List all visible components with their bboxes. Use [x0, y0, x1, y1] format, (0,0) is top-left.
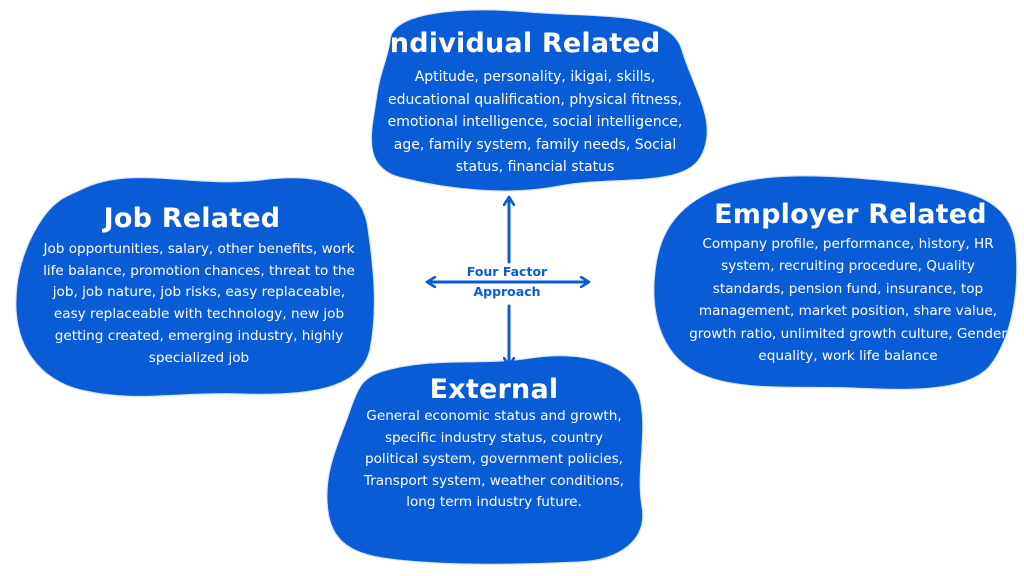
- job-related-title: Job Related: [103, 203, 281, 234]
- job-related-card: Job Related Job opportunities, salary, o…: [40, 201, 358, 369]
- external-blob: [326, 355, 644, 565]
- job-related-text: Job opportunities, salary, other benefit…: [43, 241, 355, 366]
- individual-related-text: Aptitude, personality, ikigai, skills, e…: [387, 69, 683, 175]
- employer-related-text: Company profile, performance, history, H…: [689, 236, 1007, 365]
- job-blob: [15, 176, 376, 398]
- individual-related-title: Individual Related: [379, 28, 661, 59]
- external-text: General economic status and growth, spec…: [363, 408, 625, 511]
- external-title: External: [429, 374, 559, 405]
- employer-blob: [653, 175, 1018, 391]
- individual-related-card: Individual Related Aptitude, personality…: [380, 26, 690, 179]
- individual-blob: [370, 9, 708, 192]
- center-label-line1: Four Factor: [466, 264, 548, 279]
- center-label-line2: Approach: [473, 284, 541, 299]
- employer-related-title: Employer Related: [714, 199, 987, 230]
- center-label: Four Factor Approach: [452, 262, 562, 302]
- external-card: External General economic status and gro…: [362, 372, 626, 514]
- employer-related-card: Employer Related Company profile, perfor…: [688, 197, 1008, 367]
